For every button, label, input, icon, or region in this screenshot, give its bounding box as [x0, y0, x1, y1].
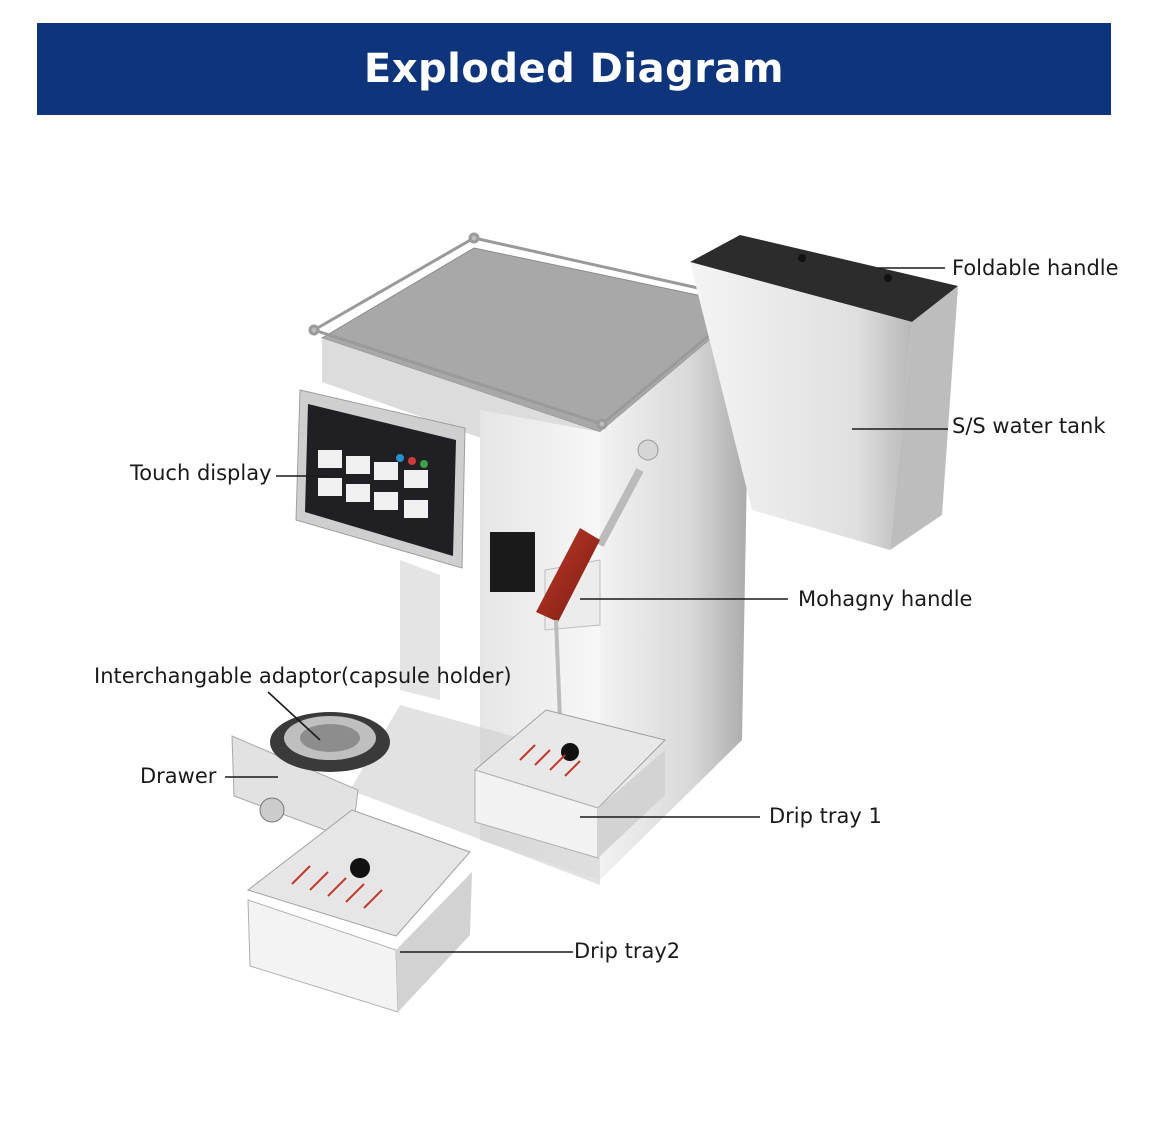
label-drip-tray-2: Drip tray2 — [574, 939, 681, 963]
steam-wand — [596, 439, 659, 547]
label-drip-tray-1: Drip tray 1 — [769, 804, 882, 828]
label-adaptor: Interchangable adaptor(capsule holder) — [94, 664, 512, 688]
label-touch-display: Touch display — [130, 461, 272, 485]
label-water-tank: S/S water tank — [952, 414, 1106, 438]
leader-lines — [225, 267, 948, 953]
label-mohagny-handle: Mohagny handle — [798, 587, 973, 611]
label-drawer: Drawer — [140, 764, 217, 788]
capsule-holder — [270, 712, 390, 772]
drip-tray-1 — [473, 709, 666, 859]
mohagny-handle — [536, 528, 600, 721]
page-title: Exploded Diagram — [363, 46, 785, 92]
label-foldable-handle: Foldable handle — [952, 256, 1119, 280]
title-banner: Exploded Diagram — [37, 23, 1111, 115]
water-tank — [690, 235, 958, 550]
drip-tray-2 — [246, 809, 472, 1013]
